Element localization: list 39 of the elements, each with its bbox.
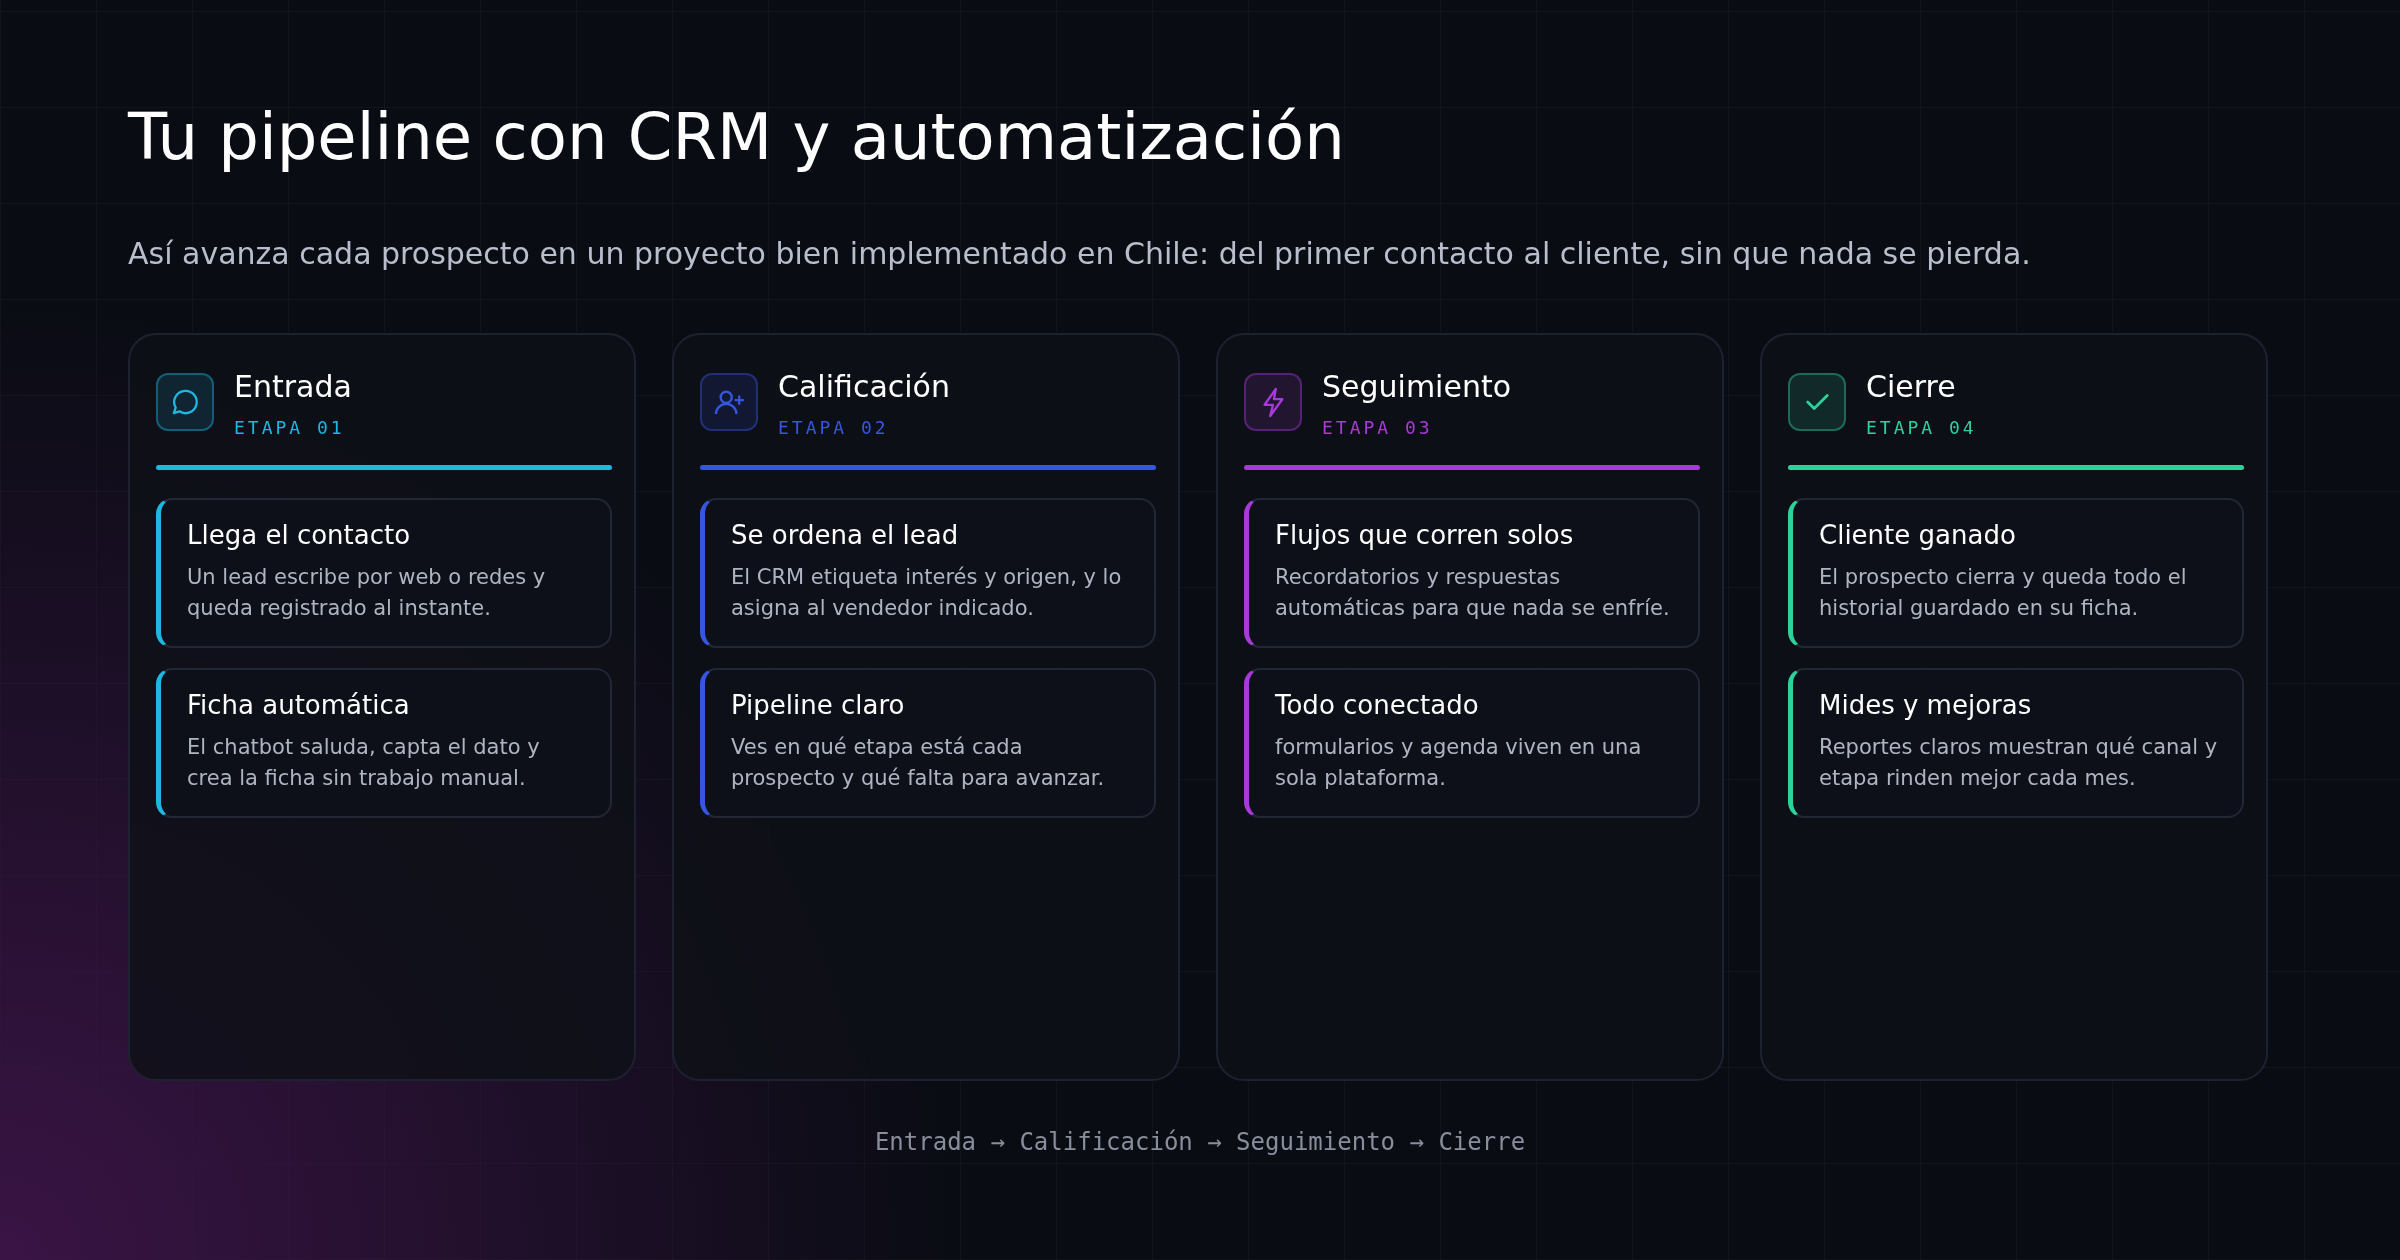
step-card: [1788, 498, 2244, 648]
stage-column: [1216, 333, 1724, 1081]
step-card: [156, 668, 612, 818]
stage-number: ETAPA 03: [1322, 417, 1433, 438]
card-title: Flujos que corren solos: [1275, 520, 1575, 550]
stage-column: [128, 333, 636, 1081]
card-text: El CRM etiqueta interés y origen, y lo asigna al vendedor indicado.: [731, 564, 1123, 622]
card-title: Pipeline claro: [731, 690, 906, 720]
stage-title: Seguimiento: [1322, 369, 1512, 404]
stage-title: Entrada: [234, 369, 352, 404]
card-text: Un lead escribe por web o redes y queda registrado al instante.: [187, 564, 547, 622]
card-title: Se ordena el lead: [731, 520, 960, 550]
card-title: Ficha automática: [187, 690, 411, 720]
step-card: [700, 498, 1156, 648]
card-text: Ves en qué etapa está cada prospecto y qué falta para avanzar.: [731, 734, 1106, 792]
card-text: formularios y agenda viven en una sola plataforma.: [1275, 734, 1643, 792]
step-card: [700, 668, 1156, 818]
title: Tu pipeline con CRM y automatización: [128, 100, 1345, 174]
card-text: El chatbot saluda, capta el dato y crea la ficha sin trabajo manual.: [187, 734, 541, 792]
stage-number: ETAPA 02: [778, 417, 889, 438]
stage-title: Calificación: [778, 369, 950, 404]
card-title: Llega el contacto: [187, 520, 412, 550]
stage-column: [1760, 333, 2268, 1081]
stage-column: [672, 333, 1180, 1081]
step-card: [1788, 668, 2244, 818]
stage-number: ETAPA 04: [1866, 417, 1977, 438]
step-card: [156, 498, 612, 648]
card-title: Todo conectado: [1275, 690, 1480, 720]
card-text: El prospecto cierra y queda todo el historial guardado en su ficha.: [1819, 564, 2188, 622]
stage-number: ETAPA 01: [234, 417, 345, 438]
subtitle: Así avanza cada prospecto en un proyecto bien implementado en Chile: del primer contacto al cliente, sin que nada se pierda.: [128, 236, 2032, 271]
card-title: Mides y mejoras: [1819, 690, 2033, 720]
card-text: Reportes claros muestran qué canal y etapa rinden mejor cada mes.: [1819, 734, 2218, 792]
step-card: [1244, 668, 1700, 818]
footer-text: Entrada → Calificación → Seguimiento → Cierre: [873, 1128, 1527, 1156]
stage-title: Cierre: [1866, 369, 1956, 404]
card-text: Recordatorios y respuestas automáticas para que nada se enfríe.: [1275, 564, 1671, 622]
step-card: [1244, 498, 1700, 648]
card-title: Cliente ganado: [1819, 520, 2017, 550]
